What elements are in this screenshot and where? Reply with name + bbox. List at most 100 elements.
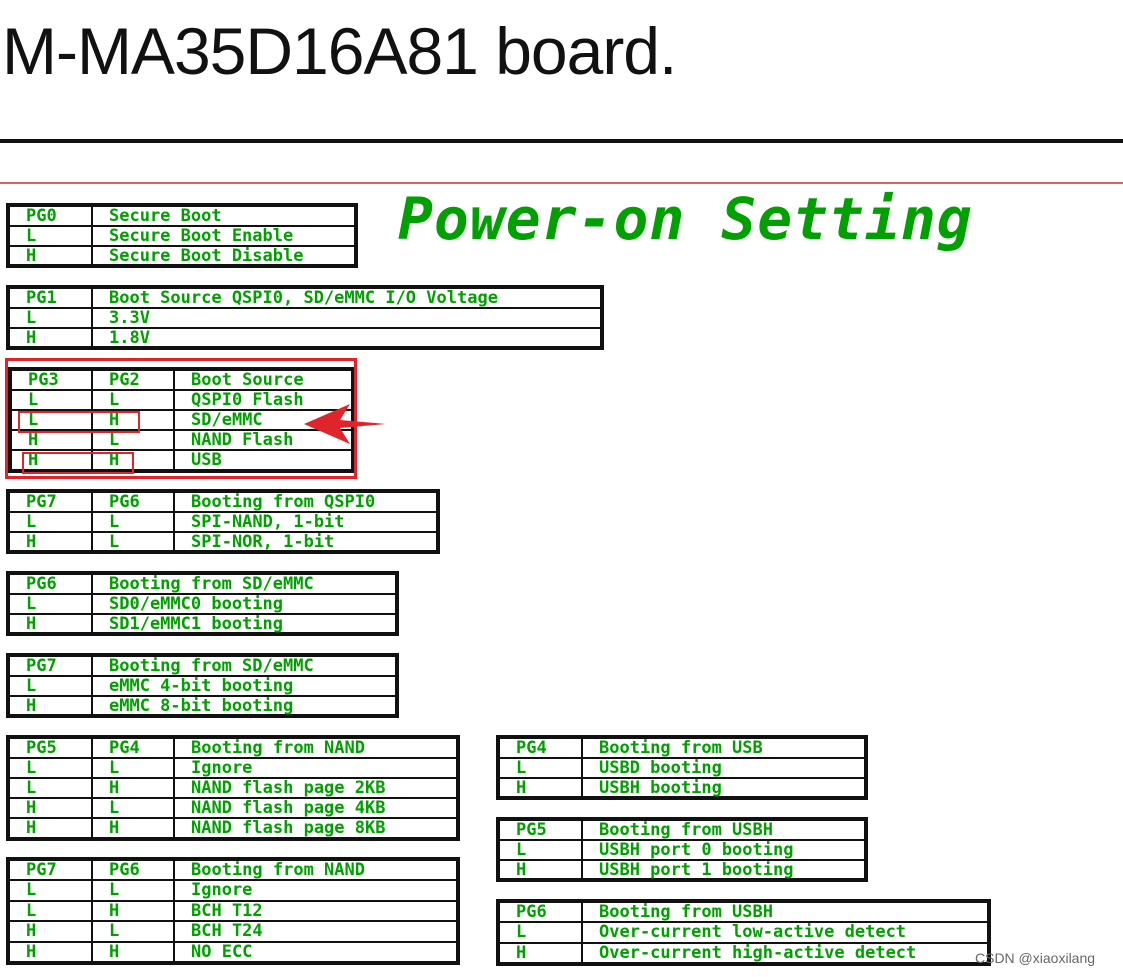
table-cell: eMMC 4-bit booting — [92, 676, 395, 697]
table-cell: H — [500, 942, 583, 962]
table-cell: Secure Boot Enable — [92, 226, 354, 247]
section-divider — [0, 182, 1123, 184]
table-cell: USBH port 1 booting — [599, 860, 794, 879]
table-cell: H — [10, 696, 93, 715]
table-cell: L — [12, 410, 93, 431]
table-cell: Booting from SD/eMMC — [92, 657, 395, 677]
table-cell: SD/eMMC — [174, 410, 351, 431]
table-cell: Booting from USBH — [582, 821, 864, 841]
table-cell: H — [92, 410, 175, 431]
table-cell: L — [92, 921, 175, 943]
table-cell: NO ECC — [191, 941, 253, 961]
watermark: CSDN @xiaoxilang — [975, 950, 1096, 966]
table-cell: PG7 — [10, 861, 93, 882]
table-cell: L — [92, 390, 175, 411]
table-cell: Boot Source QSPI0, SD/eMMC I/O Voltage — [92, 289, 600, 309]
table-cell: H — [10, 246, 93, 265]
table-cell: PG6 — [10, 575, 93, 595]
table-cell: NAND flash page 2KB — [174, 778, 456, 799]
table-cell: NAND flash page 4KB — [174, 798, 456, 819]
table-cell: L — [500, 840, 583, 861]
table-cell: eMMC 8-bit booting — [109, 696, 294, 715]
table-row: H USBH port 1 booting — [500, 860, 864, 879]
table-cell: USB — [191, 450, 222, 469]
table-cell: PG3 — [12, 371, 93, 391]
table-cell: USBD booting — [582, 758, 864, 779]
table-cell: H — [500, 860, 583, 879]
table-cell: SD1/eMMC1 booting — [109, 614, 283, 633]
table-cell: Booting from USBH — [582, 903, 987, 924]
table-cell: L — [92, 880, 175, 902]
table-cell: Booting from USB — [582, 739, 864, 759]
table-cell: SD0/eMMC0 booting — [92, 594, 395, 615]
table-cell: BCH T12 — [174, 900, 456, 923]
table-cell: L — [10, 676, 93, 697]
table-cell: PG7 — [10, 657, 93, 677]
table-cell: Secure Boot — [92, 207, 354, 227]
table-cell: L — [10, 226, 93, 247]
usb-highlight-box — [22, 452, 134, 474]
table-cell: H — [10, 614, 93, 633]
table-cell: H — [10, 921, 93, 943]
table-cell: QSPI0 Flash — [174, 390, 351, 411]
table-cell: Secure Boot Disable — [109, 246, 304, 265]
table-cell: L — [92, 758, 175, 779]
table-cell: L — [92, 512, 175, 533]
table-cell: Ignore — [174, 880, 456, 902]
table-cell: L — [12, 390, 93, 411]
table-cell: Ignore — [174, 758, 456, 779]
table-cell: H — [10, 328, 93, 347]
section-title: Power-on Setting — [398, 185, 973, 253]
table-cell: Booting from SD/eMMC — [92, 575, 395, 595]
table-cell: L — [10, 900, 93, 923]
table-cell: PG5 — [10, 739, 93, 759]
table-cell: Boot Source — [174, 371, 351, 391]
table-row: H 1.8V — [10, 328, 600, 347]
table-cell: SPI-NOR, 1-bit — [191, 532, 335, 551]
table-cell: H — [12, 450, 93, 469]
page-heading: M-MA35D16A81 board. — [2, 14, 677, 88]
table-cell: H — [10, 941, 93, 961]
table-cell: L — [92, 430, 175, 451]
table-cell: Booting from NAND — [174, 861, 456, 882]
table-cell: 1.8V — [109, 328, 150, 347]
table-cell: 3.3V — [92, 308, 600, 329]
heading-divider — [0, 139, 1123, 143]
table-cell: H — [92, 900, 175, 923]
table-cell: PG4 — [92, 739, 175, 759]
table-cell: L — [10, 758, 93, 779]
table-cell: L — [10, 778, 93, 799]
table-cell: PG2 — [92, 371, 175, 391]
table-cell: H — [10, 818, 93, 837]
table-cell: H — [10, 532, 93, 551]
